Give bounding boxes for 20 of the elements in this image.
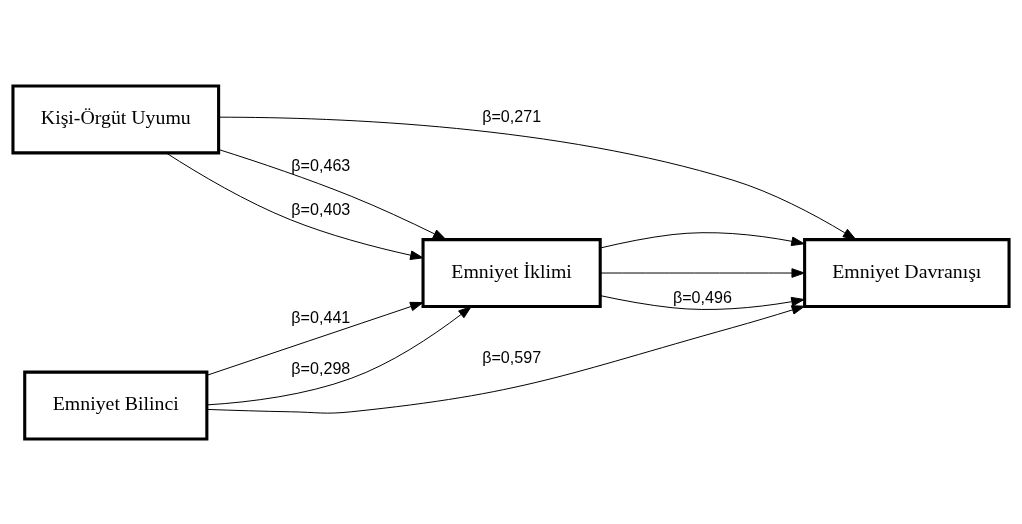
arrow (206, 301, 424, 376)
arrow (599, 294, 805, 310)
arrow (218, 116, 857, 240)
arrow (206, 305, 472, 405)
edge-label: β=0,441 (291, 307, 351, 326)
arrow (600, 231, 805, 248)
node-box: Emniyet Davranışı (803, 237, 1011, 308)
arrow (600, 267, 805, 278)
edge-label: β=0,298 (291, 358, 351, 377)
arrow (218, 148, 447, 240)
node-box: Emniyet Bilinci (23, 370, 209, 441)
edge-label: β=0,496 (672, 287, 732, 306)
edge-label: β=0,403 (291, 199, 351, 218)
edge-label: β=0,463 (291, 155, 351, 174)
edge-label: β=0,271 (482, 106, 542, 125)
node-box: Emniyet İklimi (421, 237, 602, 308)
edge-label: β=0,597 (482, 347, 542, 366)
arrow (165, 152, 424, 260)
node-box: Kişi-Örgüt Uyumu (11, 83, 221, 154)
arrow (206, 304, 805, 414)
